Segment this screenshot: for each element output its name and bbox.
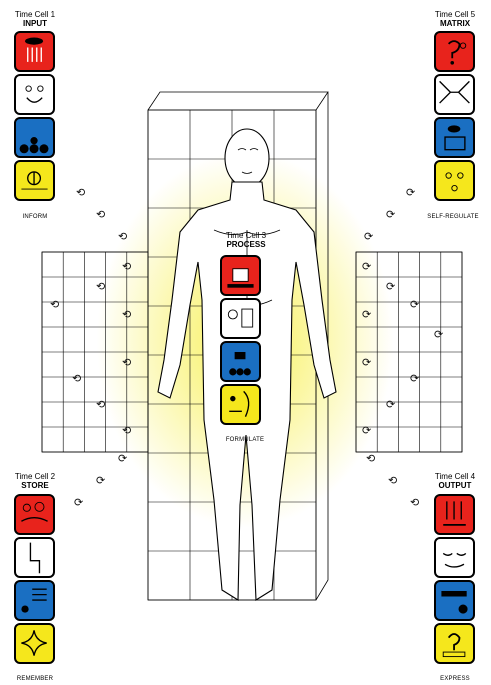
flow-arrow-icon: ⟲ (122, 358, 131, 369)
glyph-red (220, 255, 261, 296)
time-cell-4-caption: EXPRESS (426, 676, 484, 682)
flow-arrow-icon: ⟲ (76, 188, 85, 199)
time-cell-3-glyph-stack (220, 255, 261, 427)
flow-arrow-icon: ⟲ (122, 310, 131, 321)
glyph-white (434, 537, 475, 578)
glyph-red (434, 31, 475, 72)
flow-arrow-icon: ⟳ (386, 282, 395, 293)
flow-arrow-icon: ⟳ (434, 330, 443, 341)
flow-arrow-icon: ⟳ (362, 262, 371, 273)
time-cell-3-caption: FORMULATE (210, 437, 280, 443)
flow-arrow-icon: ⟳ (410, 300, 419, 311)
glyph-blue (220, 341, 261, 382)
time-cell-2-caption: REMEMBER (10, 676, 60, 682)
glyph-blue (14, 117, 55, 158)
glyph-red (14, 494, 55, 535)
flow-arrow-icon: ⟲ (122, 262, 131, 273)
glyph-yellow (434, 160, 475, 201)
time-cell-5-caption: SELF-REGULATE (420, 214, 486, 220)
glyph-blue (434, 580, 475, 621)
flow-arrow-icon: ⟲ (366, 454, 375, 465)
flow-arrow-icon: ⟲ (72, 374, 81, 385)
flow-arrow-icon: ⟳ (364, 232, 373, 243)
flow-arrow-icon: ⟳ (406, 188, 415, 199)
flow-arrow-icon: ⟲ (96, 210, 105, 221)
glyph-red (434, 494, 475, 535)
glyph-white (220, 298, 261, 339)
glyph-yellow (434, 623, 475, 664)
flow-arrow-icon: ⟳ (118, 454, 127, 465)
glyph-white (434, 74, 475, 115)
time-cell-1-caption: INFORM (12, 214, 58, 220)
flow-arrow-icon: ⟲ (122, 426, 131, 437)
flow-arrow-icon: ⟳ (362, 426, 371, 437)
glyph-white (14, 537, 55, 578)
time-cell-1-glyph-stack (14, 31, 55, 203)
glyph-red (14, 31, 55, 72)
flow-arrow-icon: ⟲ (96, 400, 105, 411)
glyph-blue (434, 117, 475, 158)
glyph-yellow (14, 160, 55, 201)
flow-arrow-icon: ⟳ (74, 498, 83, 509)
flow-arrow-icon: ⟳ (362, 310, 371, 321)
flow-arrow-icon: ⟲ (96, 282, 105, 293)
glyph-yellow (220, 384, 261, 425)
flow-arrow-icon: ⟳ (386, 210, 395, 221)
flow-arrow-icon: ⟲ (118, 232, 127, 243)
glyph-blue (14, 580, 55, 621)
flow-arrow-icon: ⟳ (362, 358, 371, 369)
glyph-white (14, 74, 55, 115)
flow-arrow-icon: ⟲ (410, 498, 419, 509)
flow-arrow-icon: ⟲ (50, 300, 59, 311)
flow-arrow-icon: ⟲ (388, 476, 397, 487)
flow-arrow-icon: ⟳ (386, 400, 395, 411)
time-cell-2-glyph-stack (14, 494, 55, 666)
time-cell-4-glyph-stack (434, 494, 475, 666)
glyph-yellow (14, 623, 55, 664)
time-cell-5-glyph-stack (434, 31, 475, 203)
flow-arrow-icon: ⟳ (410, 374, 419, 385)
flow-arrow-icon: ⟳ (96, 476, 105, 487)
